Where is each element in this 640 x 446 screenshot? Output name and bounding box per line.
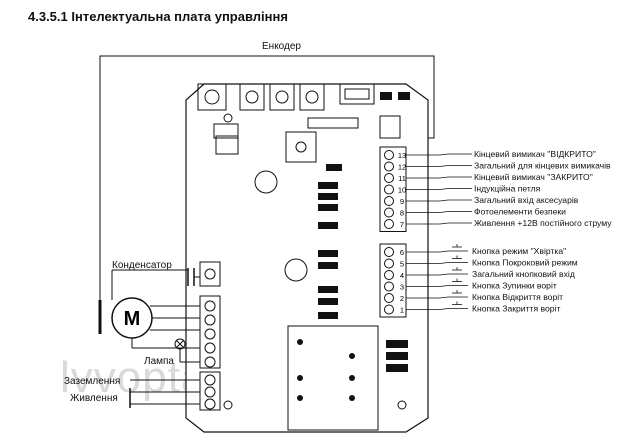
- encoder-label: Енкодер: [262, 41, 301, 52]
- terminal-bottom-screw: [384, 270, 394, 280]
- terminal-top-screw: [384, 161, 394, 172]
- terminal-bottom-label: Загальний кнопковий вхід: [472, 269, 575, 279]
- terminal-top-label: Загальний для кінцевих вимикачів: [474, 161, 611, 171]
- terminal-top-screw: [384, 196, 394, 206]
- terminal-top-screw: [384, 173, 394, 183]
- terminal-block-bottom: 6 5 4 3 2 1: [379, 243, 407, 318]
- terminal-top-label: Індукційна петля: [474, 184, 541, 194]
- terminal-top-number: 13: [398, 151, 406, 160]
- terminal-bottom-screw: [384, 304, 394, 315]
- fuses: [386, 340, 408, 372]
- encoder-wire: [99, 55, 435, 333]
- terminal-bottom-label: Кнопка Відкриття воріт: [472, 292, 563, 302]
- lamp-label: Лампа: [144, 356, 174, 367]
- terminal-bottom-screw: [384, 293, 394, 303]
- power-label: Живлення: [70, 393, 118, 404]
- terminal-bottom-number: 1: [400, 306, 404, 315]
- terminal-bottom-label: Кнопка Покроковий режим: [472, 258, 578, 268]
- terminal-top-label: Кінцевий вимикач "ЗАКРИТО": [474, 172, 593, 182]
- dip-and-relay: [307, 83, 410, 139]
- terminal-bottom-screw: [384, 281, 394, 292]
- terminal-top-screw: [384, 207, 394, 218]
- terminal-top-number: 10: [398, 186, 406, 195]
- terminal-bottom-label: Кнопка Закриття воріт: [472, 304, 560, 314]
- terminal-bottom-label: Кнопка Зупинки воріт: [472, 281, 557, 291]
- terminal-top-screw: [384, 150, 394, 160]
- control-board: [185, 83, 429, 433]
- terminal-top-number: 9: [400, 197, 404, 206]
- terminal-bottom-number: 6: [400, 248, 404, 257]
- terminal-top-number: 7: [400, 220, 404, 229]
- lamp-symbol: [174, 338, 200, 363]
- transformer: [287, 325, 379, 431]
- capacitor-label: Конденсатор: [112, 260, 172, 271]
- terminal-labels-right: Кінцевий вимикач "ВІДКРИТО" Загальний для…: [406, 149, 612, 314]
- terminal-top-label: Кінцевий вимикач "ВІДКРИТО": [474, 149, 596, 159]
- ground-label: Заземлення: [64, 376, 120, 387]
- terminal-bottom-number: 4: [400, 271, 404, 280]
- electrolytic-capacitor: [284, 258, 308, 282]
- terminal-top-label: Фотоелементи безпеки: [474, 207, 566, 217]
- terminal-bottom-label: Кнопка режим "Хвіртка": [472, 246, 566, 256]
- motor-wires: [111, 270, 200, 349]
- section-heading: 4.3.5.1 Інтелектуальна плата управління: [28, 9, 288, 24]
- terminal-top-label: Живлення +12В постійного струму: [474, 218, 612, 228]
- terminal-bottom-screw: [384, 258, 394, 269]
- terminal-bottom-number: 5: [400, 260, 404, 269]
- terminal-bottom-screw: [384, 247, 394, 257]
- motor-letter: M: [124, 308, 141, 330]
- transformer-pins: [297, 339, 355, 401]
- leds: [318, 164, 342, 319]
- terminal-top-number: 12: [398, 163, 406, 172]
- terminal-top-number: 11: [398, 174, 406, 183]
- capacitor-symbol: [112, 268, 200, 286]
- trimmer-potentiometers: [197, 83, 325, 111]
- terminal-top-number: 8: [400, 209, 404, 218]
- terminal-top-screw: [384, 184, 394, 195]
- mains-wires: [129, 379, 200, 408]
- microcontroller: [213, 123, 317, 163]
- motor-terminal-block: [199, 261, 221, 411]
- buzzer: [254, 170, 278, 194]
- terminal-bottom-number: 3: [400, 283, 404, 292]
- terminal-top-screw: [384, 219, 394, 229]
- terminal-bottom-number: 2: [400, 294, 404, 303]
- terminal-top-label: Загальний вхід аксесуарів: [474, 195, 579, 205]
